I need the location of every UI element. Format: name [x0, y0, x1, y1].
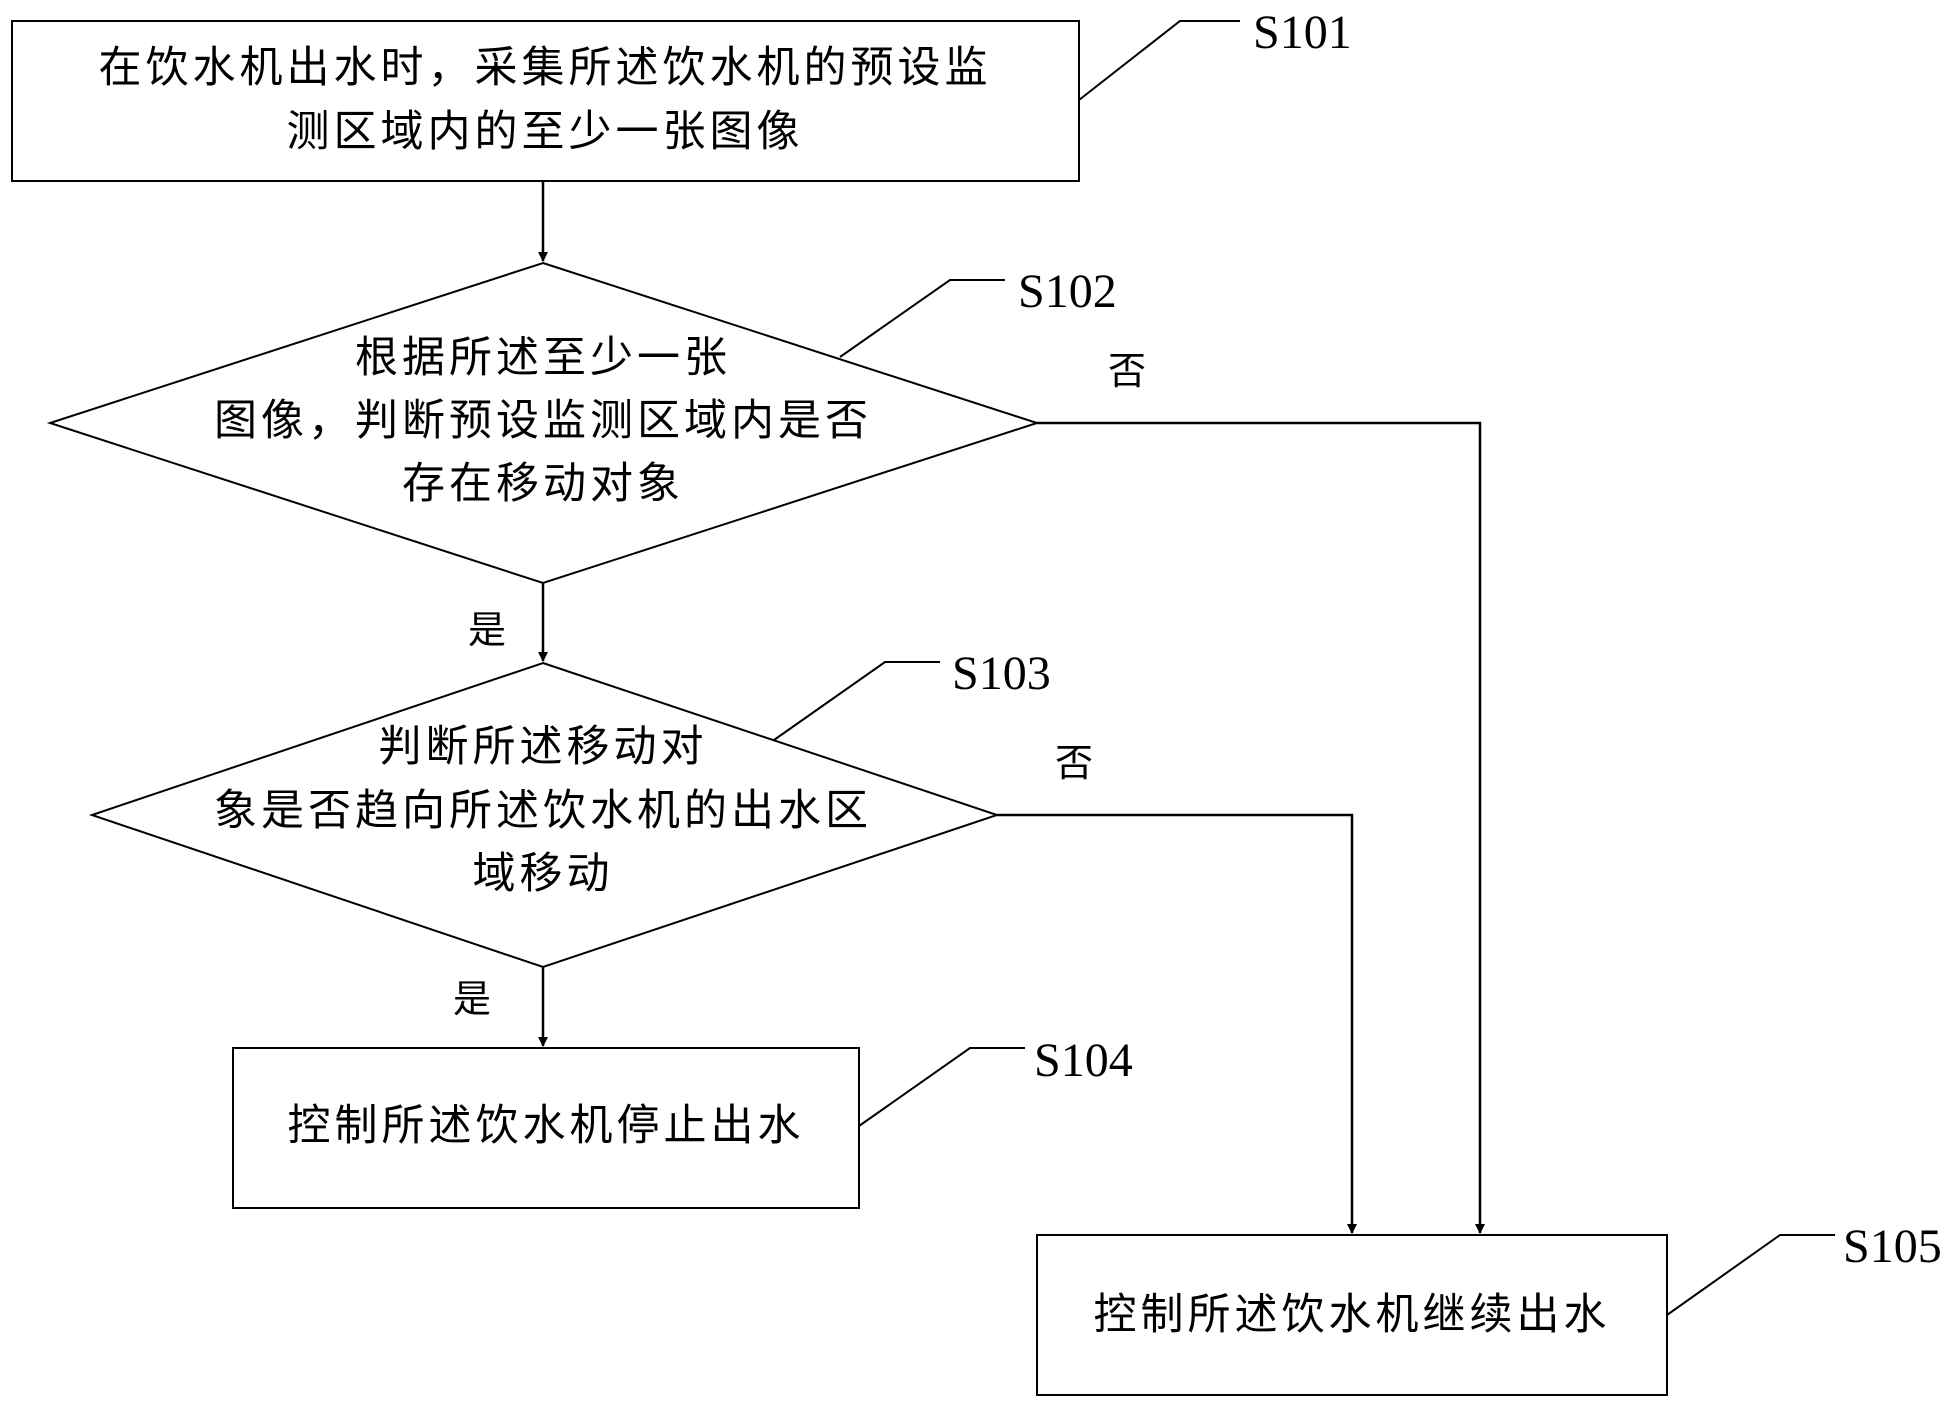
s103-yes-label: 是: [453, 977, 491, 1021]
step-s101-label: S101: [1253, 6, 1352, 59]
step-s102-text-line2: 图像，判断预设监测区域内是否: [214, 396, 872, 446]
step-s103-text-line3: 域移动: [473, 849, 614, 899]
step-s104-label: S104: [1034, 1034, 1133, 1087]
step-s104-box: [232, 1047, 860, 1209]
s102-yes-label: 是: [468, 608, 506, 652]
step-s105-text: 控制所述饮水机继续出水: [1094, 1290, 1611, 1340]
step-s105-label: S105: [1843, 1220, 1942, 1273]
step-s101-text-line1: 在饮水机出水时，采集所述饮水机的预设监: [99, 43, 992, 93]
step-s103-text-line1: 判断所述移动对: [379, 722, 708, 772]
step-s103-leader: [773, 661, 940, 741]
s103-no-label: 否: [1055, 741, 1093, 785]
step-s102-label: S102: [1018, 265, 1117, 318]
step-s102-text-line3: 存在移动对象: [402, 459, 684, 509]
step-s105-box: [1036, 1234, 1668, 1396]
step-s105-leader: [1666, 1234, 1835, 1316]
step-s101-text-line2: 测区域内的至少一张图像: [287, 107, 804, 157]
step-s103-text-line2: 象是否趋向所述饮水机的出水区: [214, 786, 872, 836]
step-s101-box: [11, 20, 1080, 182]
step-s101-leader: [1078, 20, 1240, 101]
arrow-s102-no-to-s105: [1037, 421, 1485, 1234]
step-s103-label: S103: [952, 647, 1051, 700]
step-s104-text: 控制所述饮水机停止出水: [288, 1101, 805, 1151]
step-s102-leader: [839, 279, 1005, 358]
step-s104-leader: [858, 1047, 1025, 1127]
arrow-s103-no-to-s105: [997, 813, 1357, 1234]
s102-no-label: 否: [1108, 349, 1146, 393]
step-s102-text-line1: 根据所述至少一张: [355, 333, 731, 383]
